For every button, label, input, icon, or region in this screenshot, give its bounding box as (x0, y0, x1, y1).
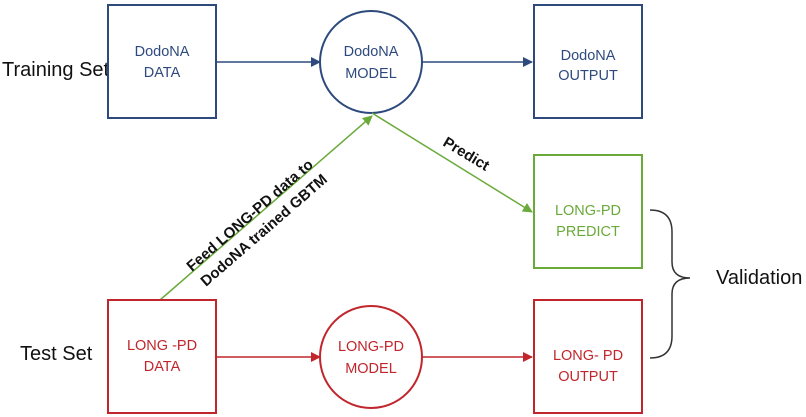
longpd-predict-line2: PREDICT (556, 224, 620, 240)
longpd-predict-line1: LONG-PD (555, 203, 621, 219)
arrow-predict-green (371, 112, 533, 213)
longpd-model-circle (319, 305, 423, 409)
feed-label-line2: DodoNA trained GBTM (197, 171, 330, 290)
longpd-predict-box (533, 154, 643, 269)
validation-brace (649, 209, 691, 359)
longpd-data-line2: DATA (144, 359, 181, 375)
predict-label: Predict (440, 134, 492, 175)
longpd-data-box (107, 299, 217, 414)
dodona-model-circle (319, 10, 423, 114)
dodona-model-line1: DodoNA (344, 44, 399, 60)
longpd-output-line1: LONG- PD (553, 348, 623, 364)
arrow-feed-green (159, 115, 373, 301)
dodona-output-line2: OUTPUT (558, 68, 618, 84)
dodona-output-box (533, 4, 643, 119)
test-set-label: Test Set (20, 343, 93, 365)
feed-label-line1: Feed LONG-PD data to (183, 156, 316, 275)
validation-label: Validation (716, 267, 802, 289)
longpd-output-line2: OUTPUT (558, 369, 618, 385)
dodona-model-line2: MODEL (345, 66, 397, 82)
dodona-output-line1: DodoNA (561, 48, 616, 64)
longpd-output-box (533, 299, 643, 414)
longpd-model-line1: LONG-PD (338, 339, 404, 355)
dodona-data-line2: DATA (144, 65, 181, 81)
dodona-data-box (107, 4, 217, 119)
longpd-model-line2: MODEL (345, 361, 397, 377)
training-set-label: Training Set (2, 59, 110, 81)
longpd-data-line1: LONG -PD (127, 338, 197, 354)
dodona-data-line1: DodoNA (135, 44, 190, 60)
